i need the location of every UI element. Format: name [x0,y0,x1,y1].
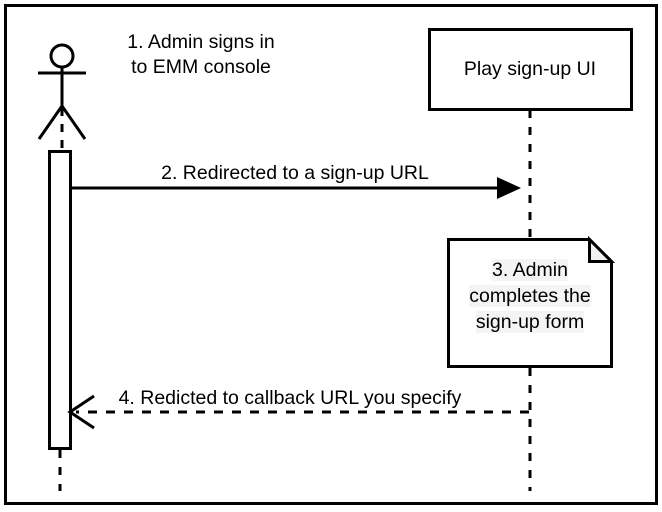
participant-label-play-signup-ui: Play sign-up UI [463,58,597,80]
message-2-label: 2. Redirected to a sign-up URL [161,162,429,184]
actor-caption-line-1: 1. Admin signs in [127,31,275,53]
note-line-1: 3. Admin [492,259,568,281]
note-3-label: 3. Admin completes the sign-up form [449,258,611,336]
note-fold-corner-icon [588,235,616,263]
actor-head-icon [49,43,75,69]
participant-box-play-signup-ui[interactable] [428,28,633,111]
note-line-3: sign-up form [475,310,585,333]
message-4-arrowhead-icon [67,394,95,430]
actor-caption-line-2: to EMM console [131,55,271,78]
message-2-arrowhead-icon [497,177,521,199]
actor-activation-bar [48,150,72,450]
actor-figure-icon [37,43,87,140]
message-4-label: 4. Redicted to callback URL you specify [118,387,462,409]
actor-leg-right-icon [60,105,87,140]
diagram-border [4,4,658,505]
actor-leg-left-icon [37,105,64,140]
note-line-2: completes the [469,284,591,307]
